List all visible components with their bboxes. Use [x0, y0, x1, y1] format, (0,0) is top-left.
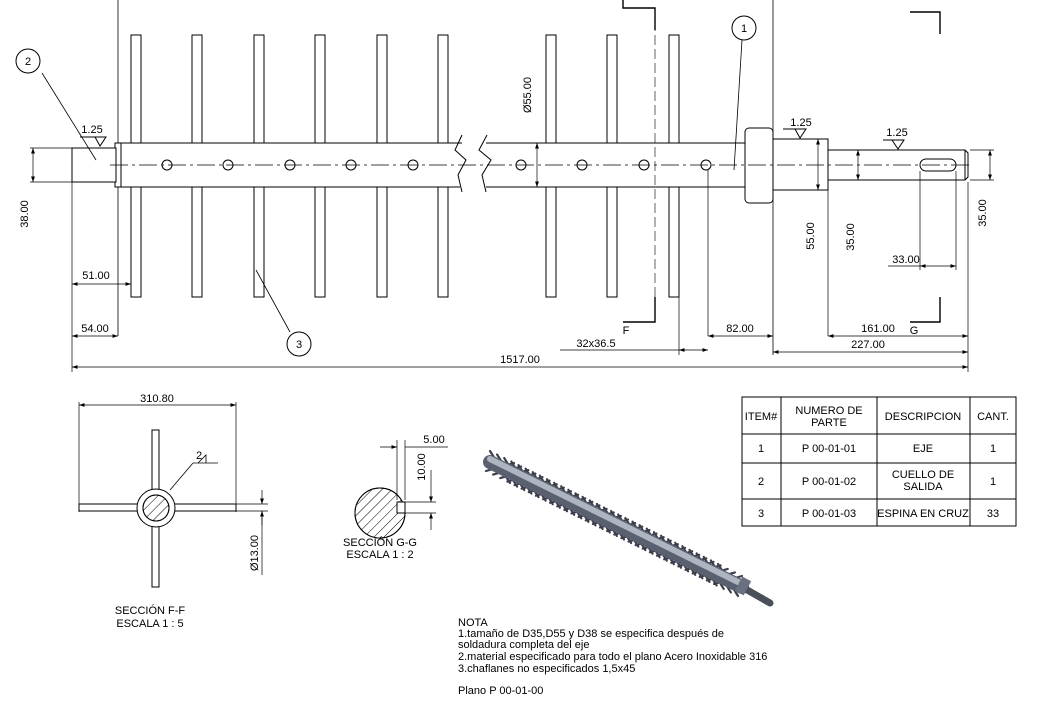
section-ff-scale: ESCALA 1 : 5: [116, 618, 183, 630]
svg-text:1: 1: [990, 476, 996, 488]
finish-left: 1.25: [81, 124, 102, 136]
svg-text:1.tamaño de D35,D55 y D38 se e: 1.tamaño de D35,D55 y D38 se especifica …: [458, 628, 724, 640]
left-neck: [71, 147, 117, 183]
weld-size: 2: [196, 450, 202, 462]
svg-text:1: 1: [758, 443, 764, 455]
svg-text:P 00-01-02: P 00-01-02: [802, 476, 856, 488]
main-view: [30, 0, 994, 372]
finish-right: 1.25: [886, 127, 907, 139]
svg-text:3: 3: [296, 339, 302, 351]
dim-d55: Ø55.00: [522, 77, 534, 113]
bom-table: [741, 396, 1017, 527]
svg-text:CANT.: CANT.: [977, 411, 1009, 423]
notes: NOTA 1.tamaño de D35,D55 y D38 se especi…: [458, 617, 767, 697]
dim-5: 5.00: [423, 434, 444, 446]
svg-text:PARTE: PARTE: [811, 417, 847, 429]
dim-10: 10.00: [416, 453, 428, 481]
svg-text:1: 1: [990, 443, 996, 455]
svg-text:2: 2: [25, 56, 31, 68]
finish-mid: 1.25: [790, 117, 811, 129]
svg-text:ITEM#: ITEM#: [745, 411, 778, 423]
dim-33: 33.00: [892, 254, 920, 266]
isometric-view: [483, 449, 774, 607]
dim-1517: 1517.00: [500, 354, 540, 366]
section-mark-g-bottom: G: [910, 325, 919, 337]
svg-text:P 00-01-03: P 00-01-03: [802, 508, 856, 520]
svg-text:2: 2: [758, 476, 764, 488]
bom-row-1: 1 P 00-01-01 EJE 1: [758, 443, 996, 455]
svg-text:ESPINA EN CRUZ: ESPINA EN CRUZ: [877, 508, 969, 520]
section-gg-scale: ESCALA 1 : 2: [346, 549, 413, 561]
svg-text:33: 33: [987, 508, 999, 520]
svg-text:CUELLO DE: CUELLO DE: [892, 469, 954, 481]
bom-row-3: 3 P 00-01-03 ESPINA EN CRUZ 33: [758, 508, 999, 520]
svg-text:1: 1: [741, 23, 747, 35]
dim-38: 38.00: [19, 200, 31, 228]
svg-text:2.material especificado para t: 2.material especificado para todo el pla…: [458, 651, 767, 663]
dim-d13: Ø13.00: [249, 535, 261, 571]
section-gg-title: SECCIÓN G-G: [343, 536, 417, 549]
svg-text:soldadura completa del eje: soldadura completa del eje: [458, 639, 589, 651]
dim-54: 54.00: [81, 323, 109, 335]
dim-32x36: 32x36.5: [576, 338, 615, 350]
dim-51: 51.00: [82, 270, 110, 282]
svg-text:DESCRIPCION: DESCRIPCION: [885, 411, 961, 423]
svg-text:SALIDA: SALIDA: [903, 481, 943, 493]
section-gg: [354, 440, 448, 539]
bom-header: ITEM# NUMERO DE PARTE DESCRIPCION CANT.: [745, 405, 1009, 429]
collar: [744, 127, 774, 204]
dim-227: 227.00: [851, 339, 885, 351]
dim-55: 55.00: [805, 222, 817, 250]
svg-text:Plano P 00-01-00: Plano P 00-01-00: [458, 685, 543, 697]
shaft-right: [486, 142, 745, 188]
svg-text:EJE: EJE: [913, 443, 933, 455]
svg-text:P 00-01-01: P 00-01-01: [802, 443, 856, 455]
svg-text:NUMERO DE: NUMERO DE: [795, 405, 862, 417]
dim-161: 161.00: [861, 323, 895, 335]
svg-text:3.chaflanes no especificados 1: 3.chaflanes no especificados 1,5x45: [458, 663, 635, 675]
shaft-holes: [161, 159, 712, 171]
svg-text:3: 3: [758, 508, 764, 520]
dim-82: 82.00: [726, 323, 754, 335]
dim-310: 310.80: [140, 393, 174, 405]
section-ff-title: SECCIÓN F-F: [115, 604, 186, 617]
balloon-2: 2: [15, 48, 41, 74]
dim-35-left: 35.00: [845, 223, 857, 251]
bom-row-2: 2 P 00-01-02 CUELLO DE SALIDA 1: [758, 469, 996, 493]
balloon-1: 1: [731, 15, 757, 41]
dim-35-right: 35.00: [977, 199, 989, 227]
svg-text:NOTA: NOTA: [458, 617, 488, 629]
section-ff: [78, 402, 268, 588]
balloon-3: 3: [286, 331, 312, 357]
spines: [130, 34, 680, 298]
section-mark-f-bottom: F: [623, 325, 630, 337]
